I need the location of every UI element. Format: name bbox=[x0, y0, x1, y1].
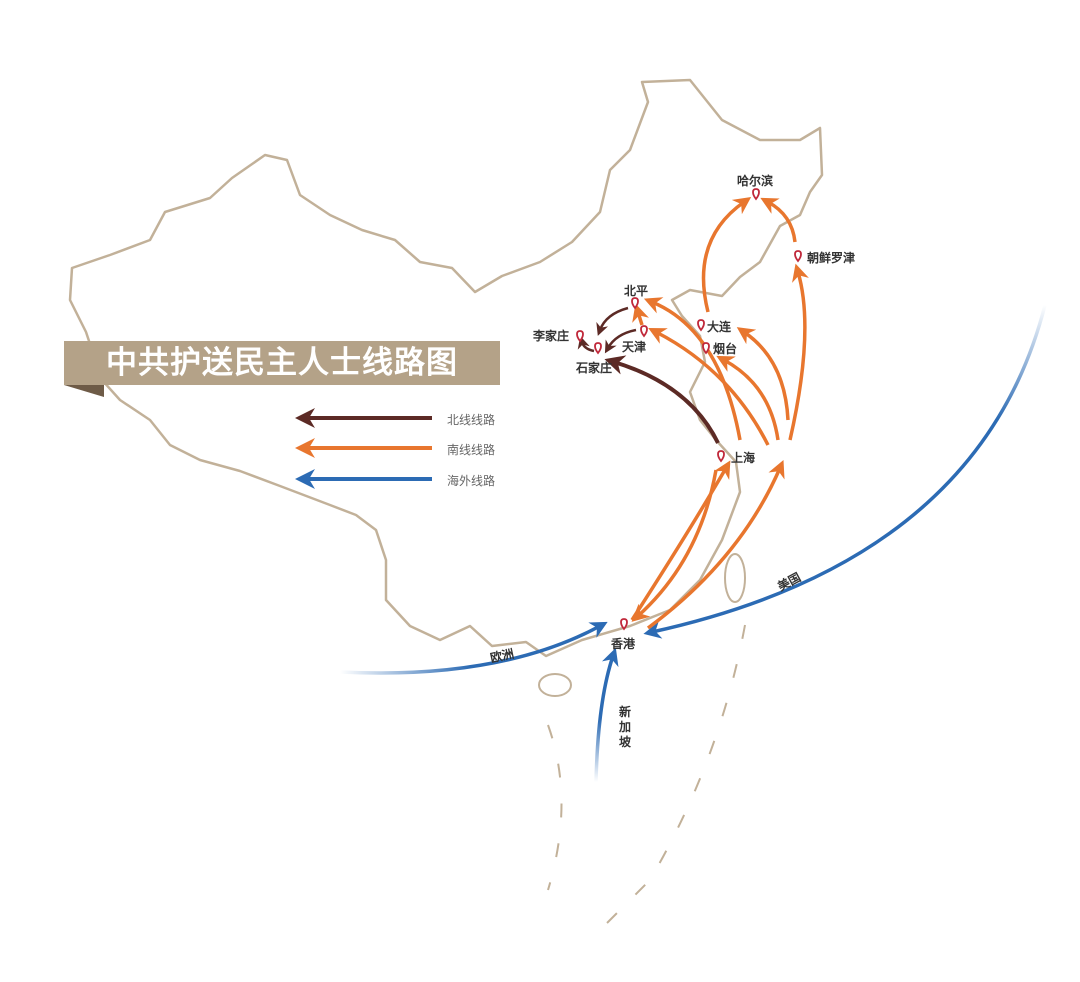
route-south-hongkong-north bbox=[646, 459, 785, 630]
location-pin-icon-rajin bbox=[794, 250, 802, 263]
location-pin-icon-shijiazhuang bbox=[594, 342, 602, 355]
route-south-hongkong-shanghai bbox=[630, 460, 731, 621]
sea-boundary-dashes bbox=[547, 624, 746, 926]
hainan-outline bbox=[538, 673, 572, 697]
taiwan-outline bbox=[724, 553, 746, 603]
city-label-beiping: 北平 bbox=[624, 284, 649, 298]
location-pin-icon-yantai bbox=[702, 342, 710, 355]
route-dalian-harbin bbox=[701, 196, 752, 313]
city-label-shanghai: 上海 bbox=[731, 451, 756, 465]
overseas-label-singapore: 新加坡 bbox=[619, 705, 632, 749]
city-label-tianjin: 天津 bbox=[622, 340, 647, 354]
route-tianjin-beiping bbox=[632, 303, 649, 326]
location-pin-icon-dalian bbox=[697, 319, 705, 332]
route-overseas-europe bbox=[339, 621, 608, 675]
route-tianjin-shijiazhuang bbox=[604, 328, 637, 354]
city-label-shijiazhuang: 石家庄 bbox=[576, 361, 613, 375]
legend-label-overseas: 海外线路 bbox=[447, 474, 496, 488]
city-label-rajin: 朝鲜罗津 bbox=[807, 251, 856, 265]
route-north-shanghai-shijiazhuang bbox=[604, 355, 720, 444]
city-label-lijiazhuang: 李家庄 bbox=[533, 329, 570, 343]
route-south-to-yantai bbox=[716, 355, 780, 441]
location-pin-icon-beiping bbox=[631, 297, 639, 310]
city-label-dalian: 大连 bbox=[707, 320, 732, 334]
legend-label-south: 南线线路 bbox=[447, 443, 496, 457]
location-pin-icon-hongkong bbox=[620, 618, 628, 631]
location-pin-icon-shanghai bbox=[717, 450, 725, 463]
location-pin-icon-harbin bbox=[752, 188, 760, 201]
route-beiping-lijiazhuang bbox=[596, 306, 629, 336]
map-title: 中共护送民主人士线路图 bbox=[64, 341, 500, 385]
city-label-harbin: 哈尔滨 bbox=[737, 174, 774, 188]
route-south-to-rajin bbox=[788, 263, 809, 441]
route-south-to-tianjin bbox=[648, 328, 770, 446]
legend-label-north: 北线线路 bbox=[447, 413, 496, 427]
city-label-hongkong: 香港 bbox=[611, 637, 636, 651]
route-overseas-usa bbox=[643, 304, 1047, 639]
route-overseas-singapore bbox=[594, 647, 619, 783]
route-south-to-dalian bbox=[736, 327, 790, 421]
location-pin-icon-lijiazhuang bbox=[576, 330, 584, 343]
city-label-yantai: 烟台 bbox=[713, 342, 738, 356]
location-pin-icon-tianjin bbox=[640, 325, 648, 338]
route-rajin-harbin bbox=[760, 197, 797, 243]
banner-fold bbox=[64, 385, 104, 397]
route-shijiazhuang-lijiazhuang bbox=[577, 335, 595, 353]
